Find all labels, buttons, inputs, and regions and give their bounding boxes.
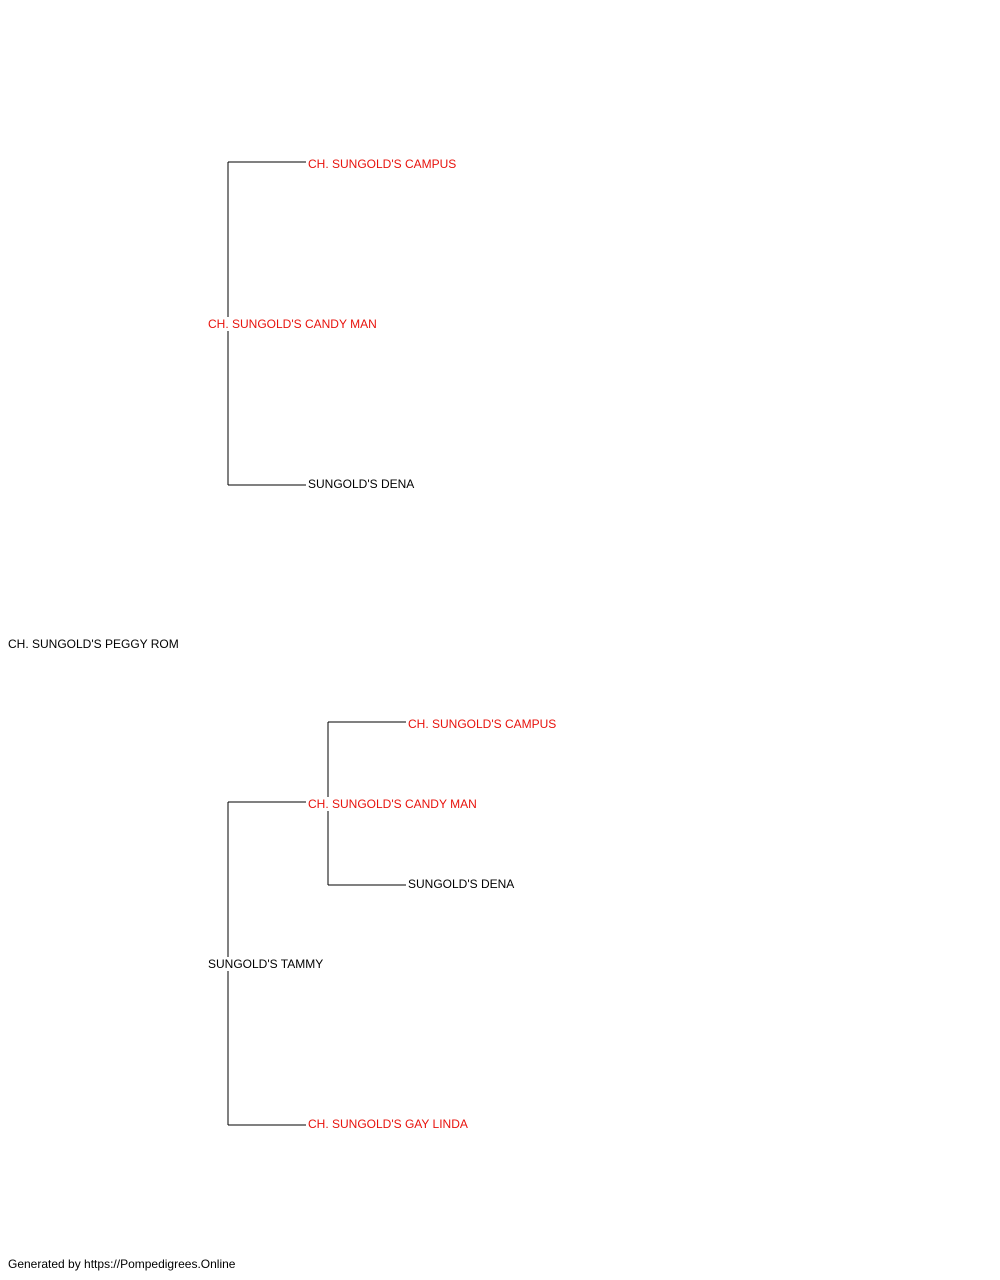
subject-name[interactable]: CH. SUNGOLD'S PEGGY ROM — [7, 637, 180, 651]
dam-name[interactable]: SUNGOLD'S TAMMY — [207, 957, 325, 971]
sire-sire-name[interactable]: CH. SUNGOLD'S CAMPUS — [307, 157, 458, 171]
dam-sire-sire-name[interactable]: CH. SUNGOLD'S CAMPUS — [407, 717, 558, 731]
dam-sire-dam-name[interactable]: SUNGOLD'S DENA — [407, 877, 516, 891]
sire-name[interactable]: CH. SUNGOLD'S CANDY MAN — [207, 317, 378, 331]
dam-dam-name[interactable]: CH. SUNGOLD'S GAY LINDA — [307, 1117, 469, 1131]
generated-by-footer: Generated by https://Pompedigrees.Online — [8, 1257, 236, 1271]
sire-dam-name[interactable]: SUNGOLD'S DENA — [307, 477, 416, 491]
dam-sire-name[interactable]: CH. SUNGOLD'S CANDY MAN — [307, 797, 478, 811]
